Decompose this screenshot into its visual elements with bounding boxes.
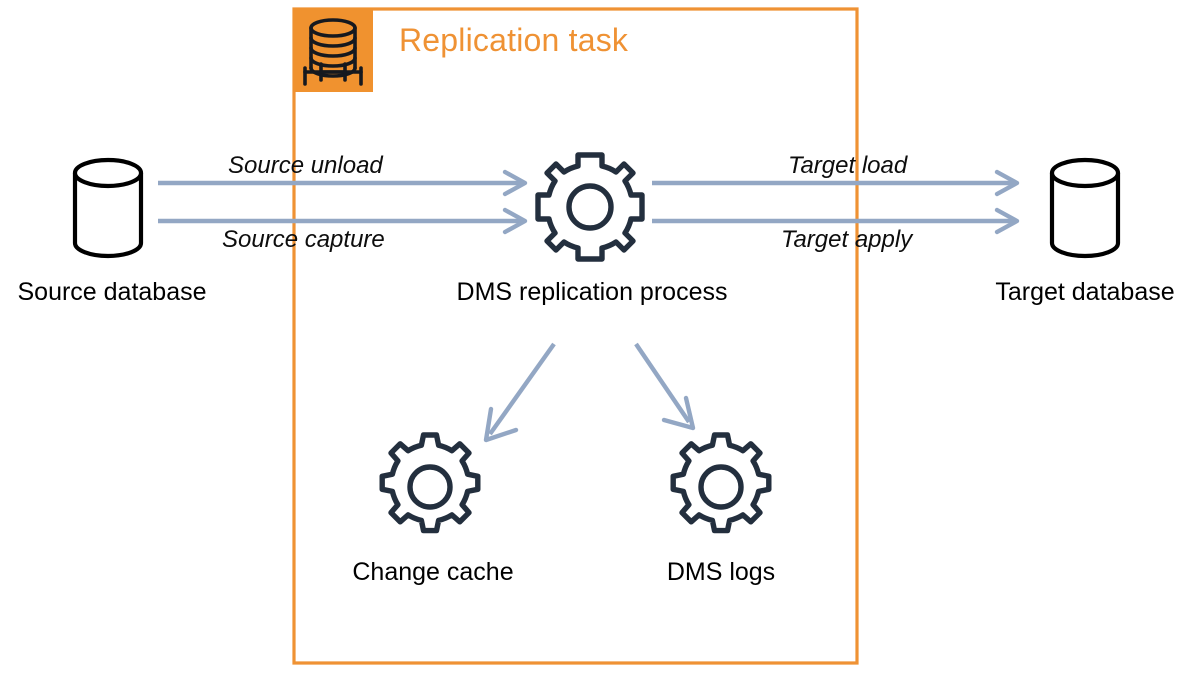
flow-label-source-unload: Source unload [228,152,383,179]
change-cache-icon [379,432,481,534]
node-label-dms-replication-process: DMS replication process [456,278,728,306]
arrow-to-change-cache [483,342,556,443]
database-stack-icon [303,18,363,86]
flow-label-target-apply: Target apply [781,226,913,253]
dms-replication-process-icon [535,152,645,262]
node-label-change-cache: Change cache [352,558,514,586]
flow-label-source-capture: Source capture [222,226,385,253]
arrow-source-capture [158,207,528,235]
arrow-source-unload [158,169,528,197]
arrow-target-load [652,169,1020,197]
replication-task-title: Replication task [399,22,629,58]
flow-label-target-load: Target load [788,152,908,179]
source-database-icon [72,157,144,259]
dms-logs-icon [670,432,772,534]
flow-arrows [158,169,1020,443]
boundary-rect [292,7,859,665]
arrow-target-apply [652,207,1020,235]
node-label-target-database: Target database [995,278,1175,306]
arrow-to-dms-logs [634,342,696,431]
target-database-icon [1049,157,1121,259]
node-label-dms-logs: DMS logs [666,558,776,586]
node-label-source-database: Source database [17,278,207,306]
